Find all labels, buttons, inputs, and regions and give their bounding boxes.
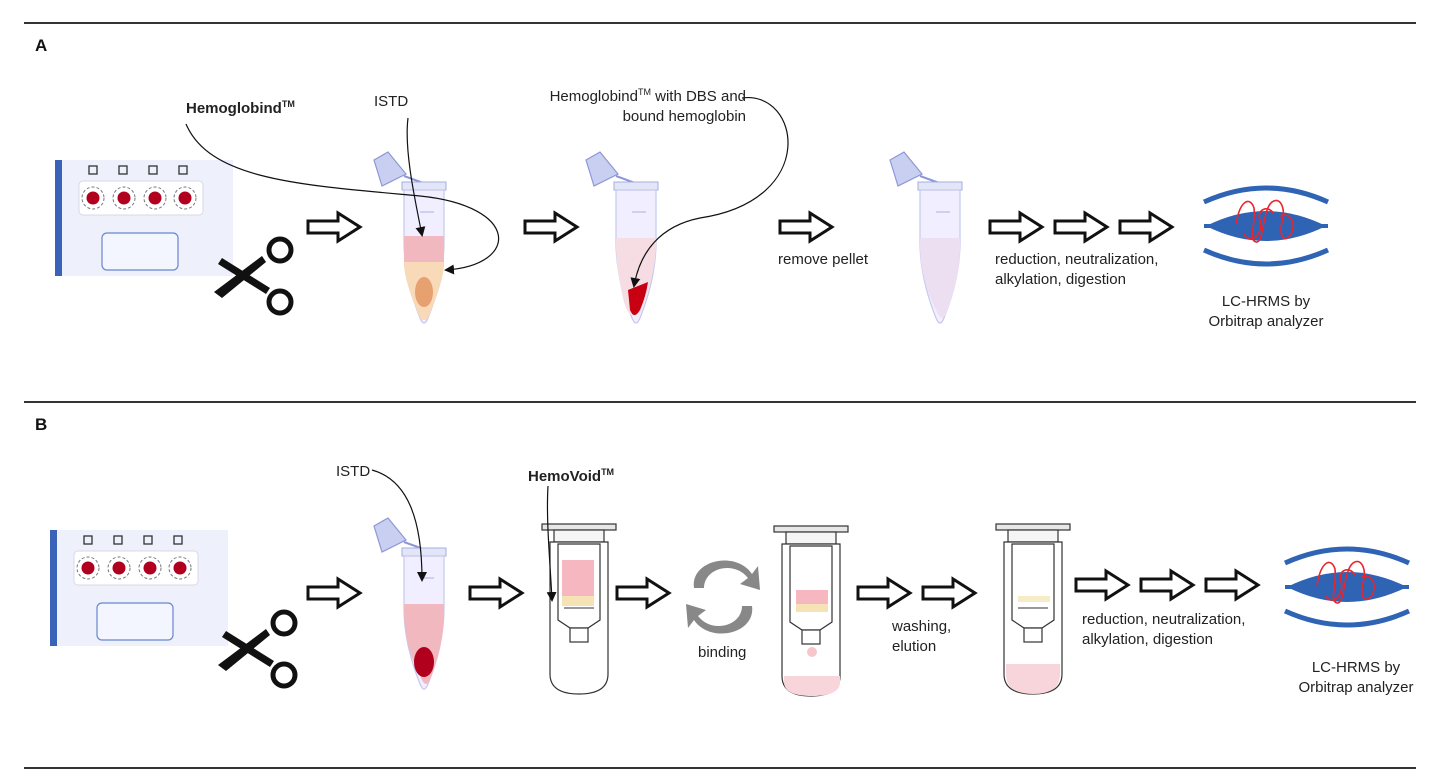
- hemovoid-callout: [546, 485, 557, 602]
- hollow-arrow-icon: [306, 577, 362, 609]
- cycle-arrows-icon: [686, 560, 760, 634]
- protein-structure-icon: [1204, 188, 1328, 264]
- istd-label-b: ISTD: [336, 463, 371, 480]
- istd-label-a: ISTD: [374, 93, 409, 110]
- hollow-arrow-icon: [615, 577, 671, 609]
- istd-callout: [406, 117, 426, 237]
- hollow-arrow-icon: [1118, 211, 1174, 243]
- hollow-arrow-icon: [468, 577, 524, 609]
- bound-callout: [630, 97, 789, 288]
- istd-callout-b: [371, 469, 427, 582]
- hollow-arrow-icon: [1204, 569, 1260, 601]
- hemoglobind-callout: [185, 123, 500, 275]
- processing-steps-label-a: reduction, neutralization, alkylation, d…: [995, 251, 1159, 288]
- panel-b-letter: B: [35, 415, 48, 434]
- hemoglobind-label: HemoglobindTM: [186, 99, 295, 117]
- tube-icon: [585, 151, 659, 324]
- processing-steps-label-b: reduction, neutralization, alkylation, d…: [1082, 611, 1246, 648]
- protein-structure-icon: [1285, 549, 1409, 625]
- hollow-arrow-icon: [1074, 569, 1130, 601]
- analyzer-label-b: LC-HRMS by Orbitrap analyzer: [1298, 659, 1414, 696]
- hollow-arrow-icon: [306, 211, 362, 243]
- bound-hemoglobin-label: HemoglobindTM with DBS and bound hemoglo…: [549, 87, 746, 125]
- hollow-arrow-icon: [856, 577, 912, 609]
- scissors-icon: [218, 612, 295, 686]
- analyzer-label-a: LC-HRMS by Orbitrap analyzer: [1208, 293, 1324, 330]
- hollow-arrow-icon: [523, 211, 579, 243]
- binding-label: binding: [698, 644, 747, 661]
- tube-icon: [373, 151, 447, 324]
- hemovoid-label: HemoVoidTM: [528, 467, 615, 485]
- washing-elution-label: washing, elution: [892, 618, 952, 655]
- dbs-card-icon: [49, 529, 229, 647]
- tube-icon: [889, 151, 963, 324]
- hollow-arrow-icon: [921, 577, 977, 609]
- hollow-arrow-icon: [988, 211, 1044, 243]
- panel-a-letter: A: [35, 36, 48, 55]
- tube-icon: [373, 517, 447, 690]
- spin-column-icon: [541, 523, 617, 695]
- hollow-arrow-icon: [1139, 569, 1195, 601]
- hollow-arrow-icon: [1053, 211, 1109, 243]
- spin-column-icon: [995, 523, 1071, 695]
- remove-pellet-label: remove pellet: [778, 251, 869, 268]
- hollow-arrow-icon: [778, 211, 834, 243]
- spin-column-icon: [773, 525, 849, 697]
- dbs-card-icon: [54, 159, 234, 277]
